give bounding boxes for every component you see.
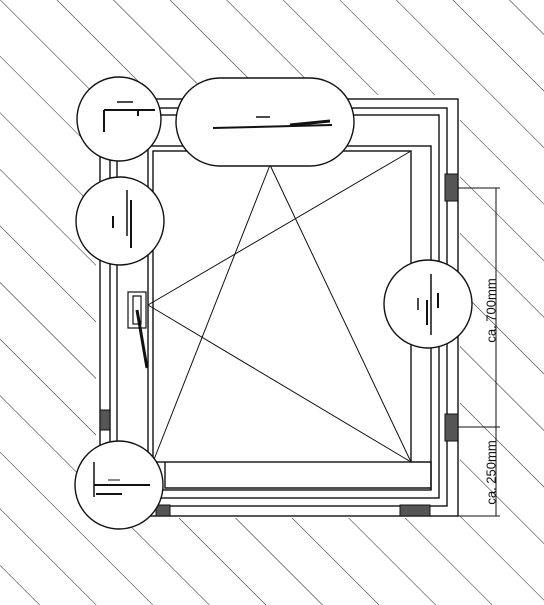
- opening-lines: [147, 150, 412, 463]
- detail-callout-left-hinge: [75, 176, 165, 266]
- dimension-label-upper: ca. 700mm: [483, 278, 499, 343]
- setting-blocks: [99, 173, 459, 517]
- detail-callout-top-center: [175, 77, 355, 167]
- window-frame: [99, 98, 459, 517]
- detail-callout-right-lock: [383, 259, 473, 349]
- detail-callout-bottom-left: [74, 440, 164, 530]
- dimension-lines: [458, 187, 500, 517]
- window-handle: [127, 291, 149, 369]
- detail-callout-top-left: [76, 76, 162, 162]
- dimension-label-lower: ca. 250mm: [483, 440, 499, 505]
